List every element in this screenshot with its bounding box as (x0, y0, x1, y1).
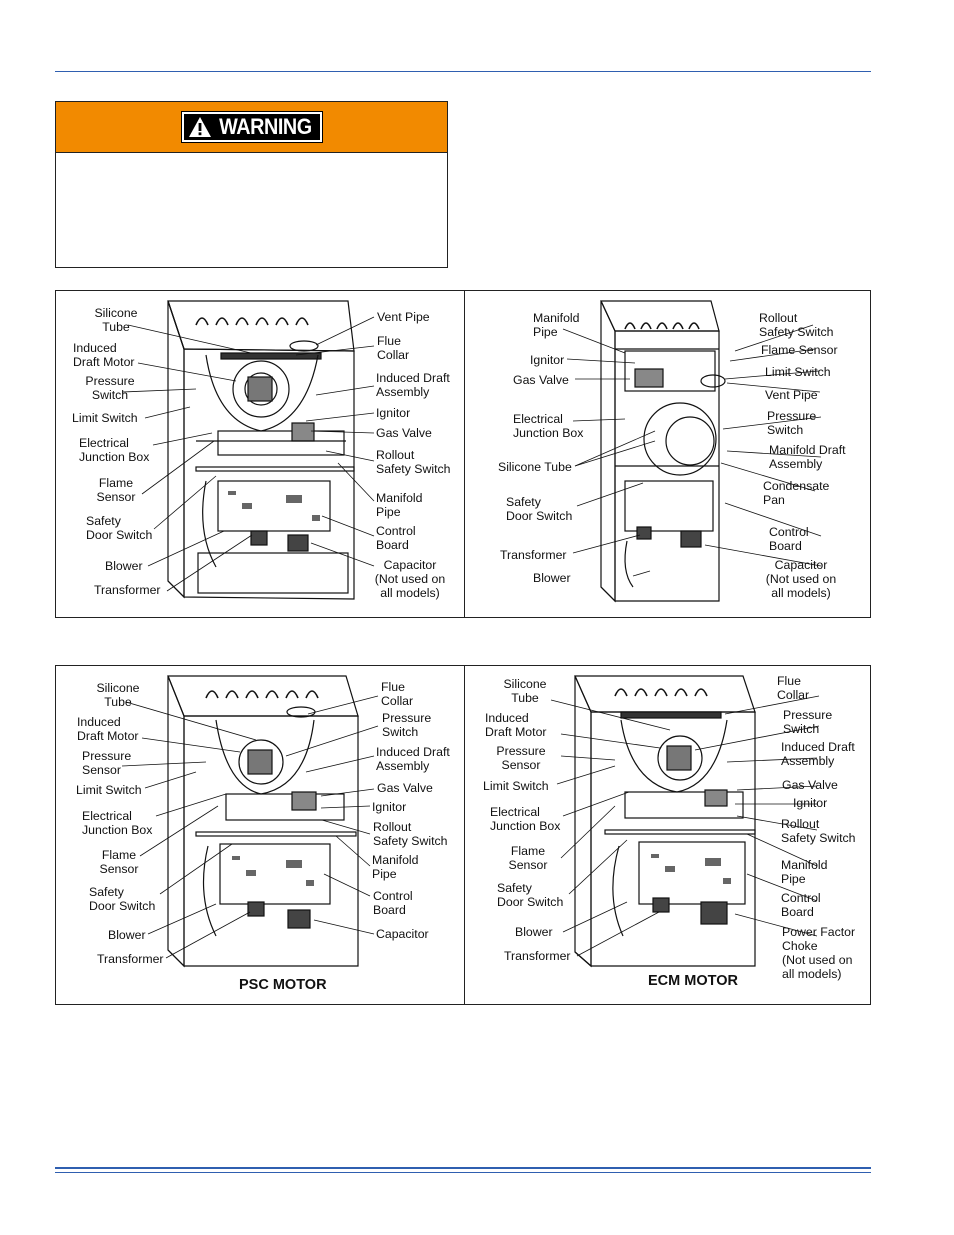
label-flue-collar: Flue Collar (377, 334, 410, 362)
figure-panel-top: Silicone Tube Induced Draft Motor Pressu… (55, 290, 871, 618)
label-pressure-switch: Pressure Switch (767, 409, 817, 437)
label-induced-draft-assembly: Induced Draft Assembly (781, 740, 855, 768)
label-manifold-pipe: Manifold Pipe (781, 858, 828, 886)
figure-caption-psc: PSC MOTOR (239, 977, 327, 993)
footer-rule-top (55, 1167, 871, 1169)
label-silicone-tube: Silicone Tube (498, 460, 572, 474)
label-flue-collar: Flue Collar (381, 680, 414, 708)
label-manifold-pipe: Manifold Pipe (533, 311, 580, 339)
label-control-board: Control Board (769, 525, 809, 553)
label-limit-switch: Limit Switch (72, 411, 138, 425)
figure-caption-ecm: ECM MOTOR (648, 973, 738, 989)
label-pressure-sensor: Pressure Sensor (496, 744, 546, 772)
label-gas-valve: Gas Valve (782, 778, 838, 792)
label-manifold-draft-assembly: Manifold Draft Assembly (769, 443, 846, 471)
furnace-illustration (121, 300, 375, 600)
label-condensate-pan: Condensate Pan (763, 479, 830, 507)
label-rollout-safety-switch: Rollout Safety Switch (376, 448, 451, 476)
figure-panel-bottom: Silicone Tube Induced Draft Motor Pressu… (55, 665, 871, 1005)
label-silicone-tube: Silicone Tube (503, 677, 547, 705)
label-electrical-junction-box: Electrical Junction Box (82, 809, 153, 837)
warning-header: WARNING (56, 102, 447, 153)
label-flame-sensor: Flame Sensor (96, 476, 136, 504)
label-safety-door-switch: Safety Door Switch (506, 495, 573, 523)
label-silicone-tube: Silicone Tube (96, 681, 140, 709)
label-transformer: Transformer (504, 949, 571, 963)
label-induced-draft-assembly: Induced Draft Assembly (376, 745, 450, 773)
label-blower: Blower (515, 925, 553, 939)
label-rollout-safety-switch: Rollout Safety Switch (373, 820, 448, 848)
label-blower: Blower (105, 559, 143, 573)
footer-rule-bottom (55, 1172, 871, 1173)
figure-ecm-motor: Silicone Tube Induced Draft Motor Pressu… (464, 666, 871, 1004)
label-silicone-tube: Silicone Tube (94, 306, 138, 334)
label-blower: Blower (108, 928, 146, 942)
label-flue-collar: Flue Collar (777, 674, 810, 702)
furnace-illustration-downflow (562, 300, 822, 603)
label-control-board: Control Board (376, 524, 416, 552)
label-capacitor: Capacitor (376, 927, 429, 941)
label-flame-sensor: Flame Sensor (99, 848, 139, 876)
label-transformer: Transformer (94, 583, 161, 597)
label-ignitor: Ignitor (530, 353, 565, 367)
label-rollout-safety-switch: Rollout Safety Switch (759, 311, 834, 339)
label-induced-draft-assembly: Induced Draft Assembly (376, 371, 450, 399)
label-pressure-sensor: Pressure Sensor (82, 749, 132, 777)
figure-upflow: Silicone Tube Induced Draft Motor Pressu… (56, 291, 464, 617)
label-manifold-pipe: Manifold Pipe (372, 853, 419, 881)
label-safety-door-switch: Safety Door Switch (89, 885, 156, 913)
warning-title: WARNING (218, 114, 312, 139)
label-gas-valve: Gas Valve (377, 781, 433, 795)
label-induced-draft-motor: Induced Draft Motor (73, 341, 135, 369)
label-vent-pipe: Vent Pipe (377, 310, 430, 324)
label-safety-door-switch: Safety Door Switch (86, 514, 153, 542)
label-ignitor: Ignitor (793, 796, 828, 810)
label-vent-pipe: Vent Pipe (765, 388, 818, 402)
label-limit-switch: Limit Switch (76, 783, 142, 797)
figure-downflow: Manifold Pipe Ignitor Gas Valve Electric… (464, 291, 871, 617)
warning-box: WARNING (55, 101, 448, 268)
label-electrical-junction-box: Electrical Junction Box (79, 436, 150, 464)
label-pressure-switch: Pressure Switch (85, 374, 135, 402)
label-limit-switch: Limit Switch (765, 365, 831, 379)
label-control-board: Control Board (373, 889, 413, 917)
label-gas-valve: Gas Valve (513, 373, 569, 387)
header-rule (55, 71, 871, 72)
label-transformer: Transformer (500, 548, 567, 562)
label-gas-valve: Gas Valve (376, 426, 432, 440)
furnace-illustration-psc (121, 675, 379, 968)
warning-badge: WARNING (181, 111, 323, 143)
label-rollout-safety-switch: Rollout Safety Switch (781, 817, 856, 845)
label-safety-door-switch: Safety Door Switch (497, 881, 564, 909)
label-electrical-junction-box: Electrical Junction Box (490, 805, 561, 833)
label-induced-draft-motor: Induced Draft Motor (77, 715, 139, 743)
label-capacitor: Capacitor (Not used on all models) (765, 558, 837, 600)
label-ignitor: Ignitor (376, 406, 411, 420)
label-limit-switch: Limit Switch (483, 779, 549, 793)
label-blower: Blower (533, 571, 571, 585)
label-transformer: Transformer (97, 952, 164, 966)
label-control-board: Control Board (781, 891, 821, 919)
figure-psc-motor: Silicone Tube Induced Draft Motor Pressu… (56, 666, 464, 1004)
label-capacitor: Capacitor (Not used on all models) (374, 558, 446, 600)
label-electrical-junction-box: Electrical Junction Box (513, 412, 584, 440)
label-ignitor: Ignitor (372, 800, 407, 814)
label-pressure-switch: Pressure Switch (382, 711, 432, 739)
warning-triangle-icon (188, 117, 211, 137)
furnace-illustration-ecm (550, 675, 820, 968)
label-pressure-switch: Pressure Switch (783, 708, 833, 736)
label-flame-sensor: Flame Sensor (761, 343, 838, 357)
label-induced-draft-motor: Induced Draft Motor (485, 711, 547, 739)
label-power-factor-choke: Power Factor Choke (Not used on all mode… (782, 925, 856, 981)
label-flame-sensor: Flame Sensor (508, 844, 548, 872)
label-manifold-pipe: Manifold Pipe (376, 491, 423, 519)
